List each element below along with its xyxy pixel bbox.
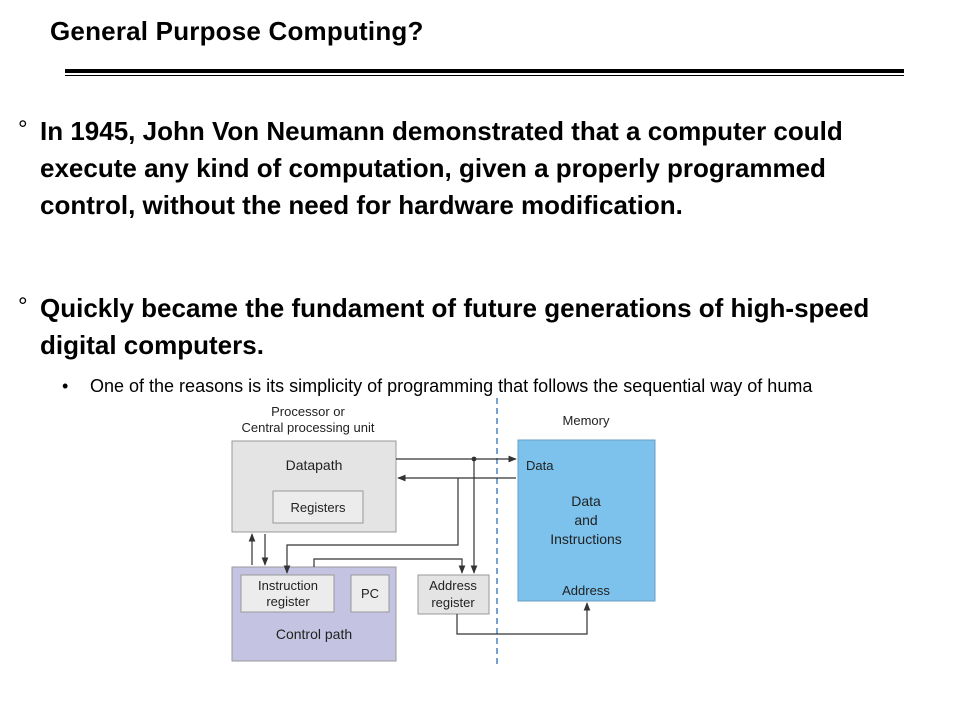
instruction-register-label: Instruction bbox=[258, 578, 318, 593]
instruction-register-box bbox=[240, 574, 335, 613]
pc-to-address-register-arrow bbox=[313, 558, 466, 574]
address-register-box bbox=[417, 574, 490, 615]
sub-bullet-marker: • bbox=[62, 376, 69, 396]
memory-address-port-label: Address bbox=[562, 583, 610, 598]
memory-block bbox=[517, 439, 656, 602]
control-path-label: Control path bbox=[276, 626, 352, 642]
pc-box bbox=[350, 574, 390, 613]
title-rule-thin bbox=[65, 75, 904, 76]
registers-box bbox=[272, 490, 364, 524]
address-register-label: Address bbox=[429, 578, 477, 593]
bullet-von-neumann: ° In 1945, John Von Neumann demonstrated… bbox=[18, 113, 908, 224]
memory-content-label: Data bbox=[571, 493, 601, 509]
memory-data-port-label: Data bbox=[526, 458, 554, 473]
bullet-text: Quickly became the fundament of future g… bbox=[40, 293, 870, 360]
memory-to-instruction-register-arrow bbox=[283, 478, 459, 574]
processor-label: Processor or bbox=[271, 404, 345, 419]
bullet-text: In 1945, John Von Neumann demonstrated t… bbox=[40, 116, 843, 220]
sub-bullet-text: One of the reasons is its simplicity of … bbox=[90, 376, 813, 396]
memory-content-label-3: Instructions bbox=[550, 531, 622, 547]
slide-title: General Purpose Computing? bbox=[50, 16, 424, 46]
bullet-fundament: ° Quickly became the fundament of future… bbox=[18, 290, 908, 364]
pc-label: PC bbox=[361, 586, 379, 601]
instruction-register-label-2: register bbox=[266, 594, 310, 609]
title-rule-thick bbox=[65, 69, 904, 73]
address-register-label-2: register bbox=[431, 595, 475, 610]
datapath-label: Datapath bbox=[286, 457, 343, 473]
sub-bullet-simplicity: • One of the reasons is its simplicity o… bbox=[62, 376, 922, 397]
address-register-to-memory-arrow bbox=[456, 602, 591, 635]
memory-content-label-2: and bbox=[574, 512, 597, 528]
registers-label: Registers bbox=[291, 500, 346, 515]
memory-label: Memory bbox=[563, 413, 610, 428]
bullet-marker: ° bbox=[18, 293, 28, 320]
bullet-marker: ° bbox=[18, 116, 28, 143]
cpu-label: Central processing unit bbox=[242, 420, 375, 435]
